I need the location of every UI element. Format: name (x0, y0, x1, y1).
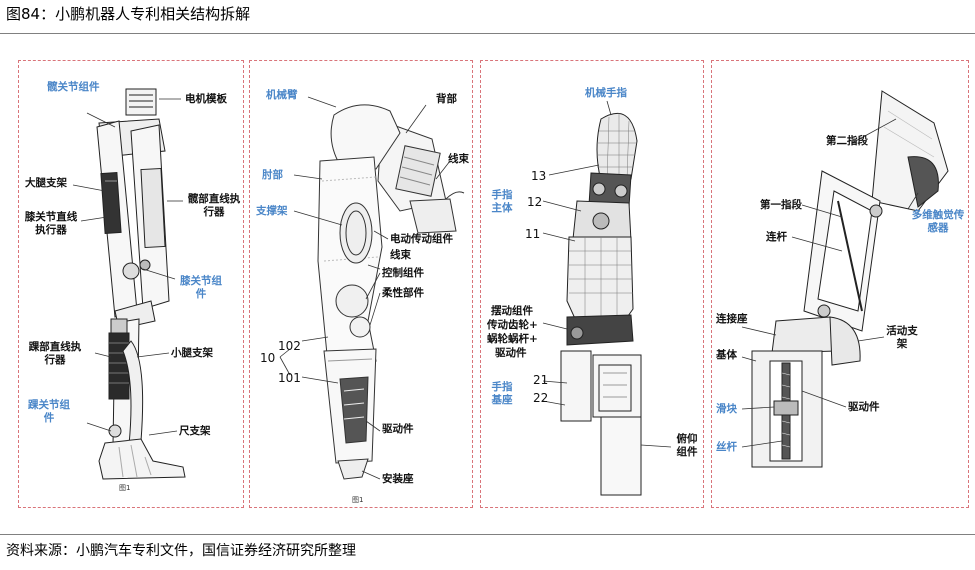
label-flexible-part: 柔性部件 (382, 287, 424, 299)
label-thigh-bracket: 大腿支架 (25, 177, 67, 189)
arm-drawing (279, 96, 465, 480)
label-knee-linear-actuator: 膝关节直线执行器 (24, 211, 78, 236)
source-note: 资料来源：小鹏汽车专利文件，国信证券经济研究所整理 (6, 543, 356, 559)
label-ankle-linear-actuator: 踝部直线执行器 (28, 341, 82, 366)
label-swing-module: 摆动组件 (491, 305, 533, 317)
finger-drawing (542, 100, 672, 496)
label-drive-part: 驱动件 (382, 423, 414, 435)
panel-finger: 机械手指 13 手指主体 12 11 摆动组件 传动齿轮+ 蜗轮蜗杆+ 驱动件 … (480, 60, 704, 508)
label-movable-bracket: 活动支架 (886, 325, 918, 350)
panel-leg: 髋关节组件 电机模板 大腿支架 髋部直线执行器 膝关节直线执行器 膝关节组件 踝… (18, 60, 244, 508)
label-drive-part: 驱动件 (848, 401, 880, 413)
label-22: 22 (533, 391, 549, 405)
label-finger-body: 手指主体 (491, 189, 513, 214)
label-finger-base: 手指基座 (491, 381, 513, 406)
label-pitch-module: 俯仰组件 (676, 433, 698, 458)
figure-title: 图84：小鹏机器人专利相关结构拆解 (6, 5, 251, 23)
label-cable-2: 线束 (390, 249, 411, 261)
label-support-frame: 支撑架 (256, 205, 288, 217)
label-control-module: 控制组件 (382, 267, 424, 279)
label-elbow: 肘部 (262, 169, 283, 181)
label-10: 10 (260, 351, 276, 365)
section-drawing (741, 90, 949, 468)
label-motor-module: 电机模板 (185, 93, 227, 105)
label-foot-bracket: 尺支架 (179, 425, 211, 437)
label-slider: 滑块 (716, 403, 737, 415)
bottom-divider (0, 534, 975, 535)
label-base-body: 基体 (716, 349, 737, 361)
label-hip-joint: 髋关节组件 (47, 81, 100, 93)
label-12: 12 (527, 195, 543, 209)
label-connection-seat: 连接座 (716, 313, 748, 325)
label-11: 11 (525, 227, 541, 241)
label-transmission-gear: 传动齿轮+ (487, 319, 538, 331)
fig-label: 图1 (352, 496, 364, 504)
label-screw-rod: 丝杆 (716, 441, 737, 453)
label-worm-gear: 蜗轮蜗杆+ (487, 333, 538, 345)
label-102: 102 (278, 339, 301, 353)
label-knee-joint: 膝关节组件 (180, 275, 222, 300)
label-calf-bracket: 小腿支架 (171, 347, 213, 359)
label-first-segment: 第一指段 (760, 199, 802, 211)
label-mount-base: 安装座 (382, 473, 414, 485)
label-101: 101 (278, 371, 301, 385)
label-hip-linear-actuator: 髋部直线执行器 (187, 193, 241, 218)
label-ankle-joint: 踝关节组件 (28, 399, 70, 424)
label-mechanical-arm: 机械臂 (266, 89, 298, 101)
label-mechanical-finger: 机械手指 (585, 87, 627, 99)
label-second-segment: 第二指段 (826, 135, 868, 147)
panel-arm: 机械臂 背部 线束 肘部 支撑架 电动传动组件 线束 控制组件 柔性部件 102… (249, 60, 473, 508)
label-link-rod: 连杆 (766, 231, 787, 243)
label-13: 13 (531, 169, 547, 183)
fig-label: 图1 (119, 484, 131, 492)
label-electric-transmission: 电动传动组件 (390, 233, 453, 245)
label-drive-part: 驱动件 (495, 347, 527, 359)
panel-finger-section: 第二指段 第一指段 多维触觉传感器 连杆 连接座 活动支架 基体 滑块 驱动件 … (711, 60, 969, 508)
top-divider (0, 33, 975, 34)
label-cable: 线束 (448, 153, 469, 165)
label-back: 背部 (436, 93, 457, 105)
leg-drawing (72, 88, 186, 480)
label-multi-tactile-sensor: 多维触觉传感器 (911, 209, 965, 234)
label-21: 21 (533, 373, 549, 387)
